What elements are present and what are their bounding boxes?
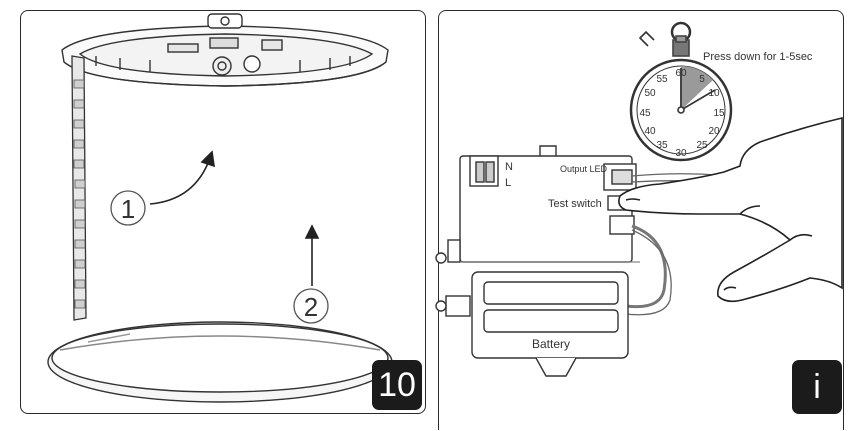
dial-number: 50: [644, 88, 656, 99]
dial-number: 10: [708, 88, 720, 99]
terminal-label-n: N: [505, 161, 513, 173]
dial-number: 55: [656, 74, 668, 85]
stopwatch-drawing: [629, 21, 733, 162]
battery-label: Battery: [532, 337, 570, 351]
output-led-label: Output LED: [560, 164, 608, 174]
hand-drawing: [618, 116, 843, 303]
dial-number: 45: [639, 108, 651, 119]
press-instruction: Press down for 1-5sec: [703, 51, 813, 63]
dial-number: 25: [696, 140, 708, 151]
dial-number: 35: [656, 140, 668, 151]
dial-number: 5: [699, 74, 705, 85]
step-number-badge: 10: [372, 360, 422, 410]
info-badge: i: [792, 360, 842, 414]
callout-1-label: 1: [121, 194, 135, 224]
callout-1-circle: [110, 190, 146, 226]
dial-number: 20: [708, 126, 720, 137]
dial-number: 40: [644, 126, 656, 137]
led-strip-drawing: [71, 55, 87, 321]
battery-pack-drawing: [435, 271, 629, 377]
dial-number: 30: [675, 148, 687, 159]
stopwatch-dial-numbers: 60 5 10 15 20 25 30 35 40 45 50 55: [639, 68, 725, 159]
test-switch-label: Test switch: [548, 198, 602, 210]
diffuser-cover-drawing: [47, 321, 393, 403]
dial-number: 60: [675, 68, 687, 79]
lift-arrow: [304, 224, 320, 286]
fixture-base-drawing: [61, 13, 389, 87]
dial-number: 15: [713, 108, 725, 119]
terminal-label-l: L: [505, 177, 511, 189]
callout-2-circle: [293, 288, 329, 324]
callout-2-label: 2: [304, 292, 318, 322]
rotate-arrow: [149, 150, 215, 205]
